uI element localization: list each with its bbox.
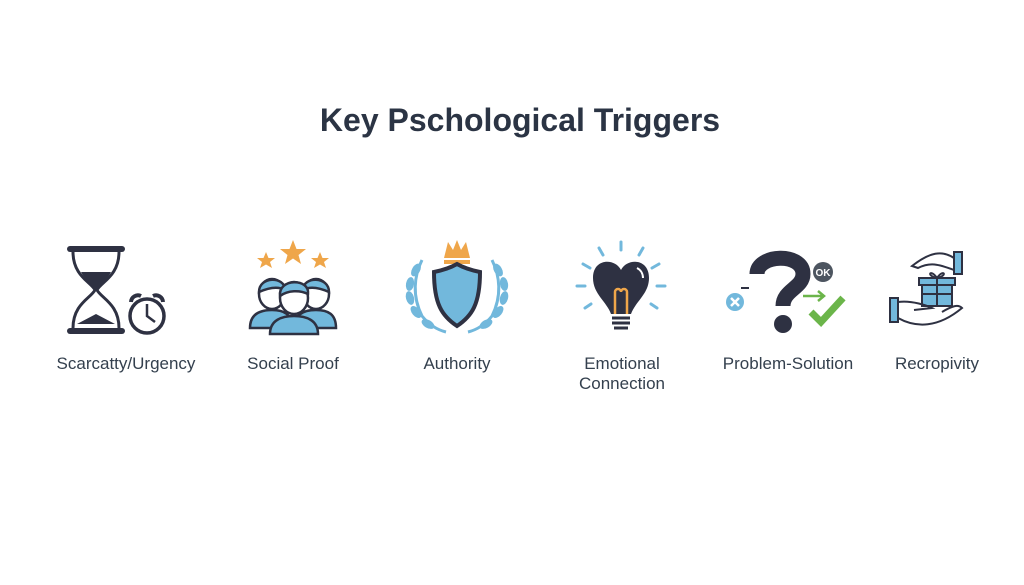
trigger-label: Emotional Connection xyxy=(578,354,665,393)
hands-gift-icon xyxy=(889,251,964,326)
people-stars-icon xyxy=(248,240,338,336)
trigger-label: Problem-Solution xyxy=(722,354,854,373)
trigger-emotional-connection: Emotional Connection xyxy=(537,236,707,394)
trigger-label: Social Proof xyxy=(247,354,339,373)
hourglass-clock-icon xyxy=(67,246,166,335)
shield-crown-laurel-icon xyxy=(405,240,509,334)
trigger-scarcity: Scarcatty/Urgency xyxy=(41,236,211,374)
trigger-label: Recropivity xyxy=(894,354,980,373)
trigger-label: Scarcatty/Urgency xyxy=(56,354,196,373)
trigger-authority: Authority xyxy=(372,236,542,374)
trigger-problem-solution: OK Problem-Solution xyxy=(703,236,873,374)
heart-lightbulb-icon xyxy=(575,240,667,330)
question-check-icon: OK xyxy=(726,250,846,333)
ok-badge: OK xyxy=(816,268,832,279)
trigger-reciprocity: Recropivity xyxy=(852,236,1022,374)
trigger-social-proof: Social Proof xyxy=(208,236,378,374)
page-title: Key Pschological Triggers xyxy=(319,102,721,138)
trigger-label: Authority xyxy=(423,354,491,373)
